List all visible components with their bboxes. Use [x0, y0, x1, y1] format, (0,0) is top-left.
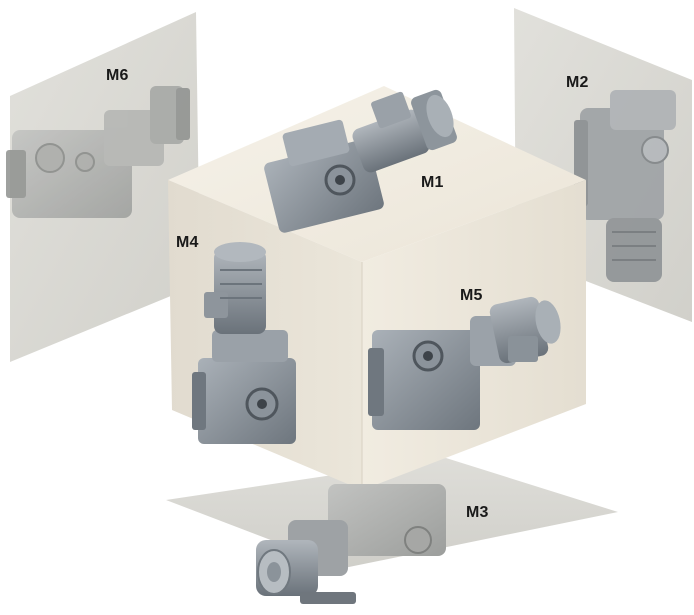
- gearmotor-m1: [264, 89, 457, 233]
- gearmotor-m4: [192, 242, 296, 444]
- label-m3: M3: [466, 504, 489, 521]
- gearmotor-m3: [256, 484, 446, 604]
- gearmotor-ghost-m6: [6, 86, 190, 218]
- label-m6: M6: [106, 67, 129, 84]
- label-m2: M2: [566, 74, 589, 91]
- panel-m6: [6, 12, 200, 362]
- gearmotor-m5: [368, 296, 561, 430]
- cube-top-face: [168, 86, 586, 262]
- label-m4: M4: [176, 234, 199, 251]
- gearmotor-ghost-m2: [574, 90, 676, 282]
- label-m5: M5: [460, 287, 483, 304]
- label-m1: M1: [421, 174, 444, 191]
